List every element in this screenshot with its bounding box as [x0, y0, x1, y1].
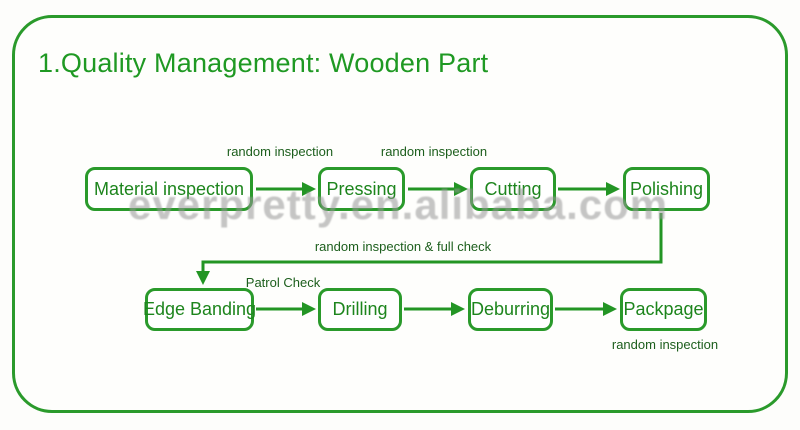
slide-border-frame	[12, 15, 788, 413]
flow-step-drilling: Drilling	[318, 288, 402, 331]
flow-step-edge-banding: Edge Banding	[142, 288, 257, 331]
annotation-patrol-check: Patrol Check	[245, 275, 321, 290]
flow-step-polishing: Polishing	[623, 167, 710, 211]
annotation-random-inspection-3: random inspection	[611, 337, 719, 352]
flow-step-label: Edge Banding	[142, 299, 257, 319]
diagram-title: 1.Quality Management: Wooden Part	[38, 48, 489, 78]
flow-step-label: Material inspection	[93, 178, 245, 199]
flow-step-material-inspection: Material inspection	[85, 167, 253, 211]
flow-step-pressing: Pressing	[318, 167, 405, 211]
arrow-pressing-to-cutting	[408, 182, 468, 196]
arrow-cutting-to-polishing	[558, 182, 620, 196]
flow-step-deburring: Deburring	[468, 288, 553, 331]
arrow-deburring-to-packpage	[555, 302, 617, 316]
flow-step-label: Polishing	[629, 178, 704, 199]
annotation-random-inspection-2: random inspection	[380, 144, 488, 159]
flow-step-label: Deburring	[470, 299, 551, 319]
annotation-random-inspection-1: random inspection	[226, 144, 334, 159]
flow-step-label: Cutting	[484, 178, 542, 199]
flow-step-label: Drilling	[332, 299, 388, 319]
flow-step-packpage: Packpage	[620, 288, 707, 331]
flow-step-label: Pressing	[326, 178, 397, 199]
flow-step-label: Packpage	[623, 299, 704, 319]
flow-step-cutting: Cutting	[470, 167, 556, 211]
annotation-random-inspection-full-check: random inspection & full check	[314, 239, 492, 254]
arrow-drilling-to-deburring	[404, 302, 465, 316]
arrow-material-to-pressing	[256, 182, 316, 196]
arrow-edge-banding-to-drilling	[256, 302, 316, 316]
arrow-polishing-to-edge-banding	[196, 213, 663, 285]
